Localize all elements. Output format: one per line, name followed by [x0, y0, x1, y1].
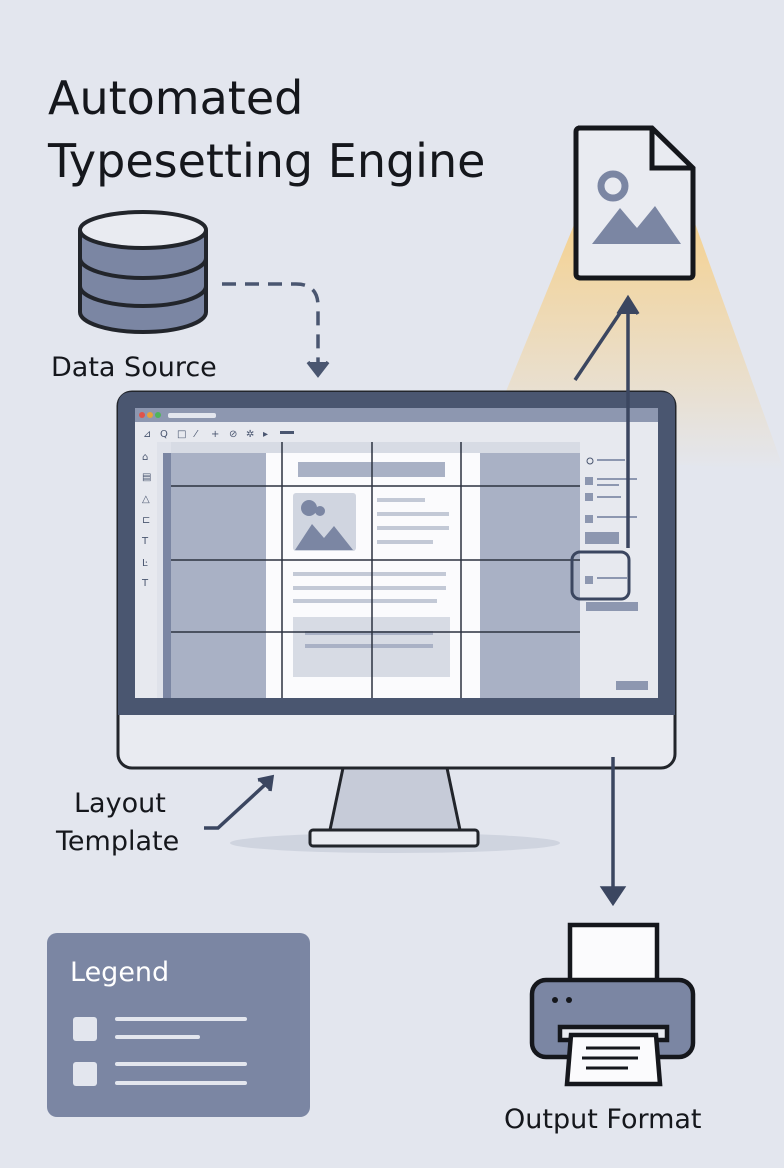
- svg-text:Q: Q: [160, 429, 168, 440]
- image-file-icon: [573, 125, 696, 281]
- svg-text:▸: ▸: [263, 429, 268, 440]
- data-flow-arrow: [222, 282, 330, 378]
- output-format-label: Output Format: [504, 1104, 702, 1135]
- print-arrow: [599, 757, 627, 907]
- export-arrow: [573, 294, 640, 548]
- svg-text:⌂: ⌂: [142, 452, 148, 463]
- page-title-line1: Automated: [48, 71, 304, 125]
- page-title-line2: Typesetting Engine: [48, 134, 486, 188]
- legend-box: [47, 933, 310, 1117]
- svg-text:□: □: [177, 429, 186, 440]
- layout-template-arrow: [204, 774, 275, 830]
- layout-template-label-line2: Template: [56, 826, 180, 857]
- svg-text:⊿: ⊿: [143, 429, 151, 440]
- printer-icon: [529, 922, 696, 1087]
- data-source-label: Data Source: [51, 352, 217, 383]
- svg-text:⊏: ⊏: [142, 515, 150, 526]
- layout-template-label-line1: Layout: [74, 788, 166, 819]
- svg-text:⁄: ⁄: [193, 429, 199, 440]
- svg-text:+: +: [211, 429, 219, 440]
- legend-title: Legend: [70, 957, 170, 988]
- svg-text:⊘: ⊘: [229, 429, 237, 440]
- svg-text:T: T: [141, 536, 149, 547]
- svg-text:Ŀ: Ŀ: [142, 558, 148, 569]
- database-icon: [78, 210, 208, 334]
- svg-text:T: T: [141, 578, 149, 589]
- svg-text:✲: ✲: [246, 429, 254, 440]
- monitor: ⊿ Q □ ⁄ + ⊘ ✲ ▸ ⌂ ▤ △ ⊏ TĿT: [116, 390, 677, 853]
- svg-text:△: △: [142, 494, 150, 505]
- svg-text:▤: ▤: [142, 472, 151, 483]
